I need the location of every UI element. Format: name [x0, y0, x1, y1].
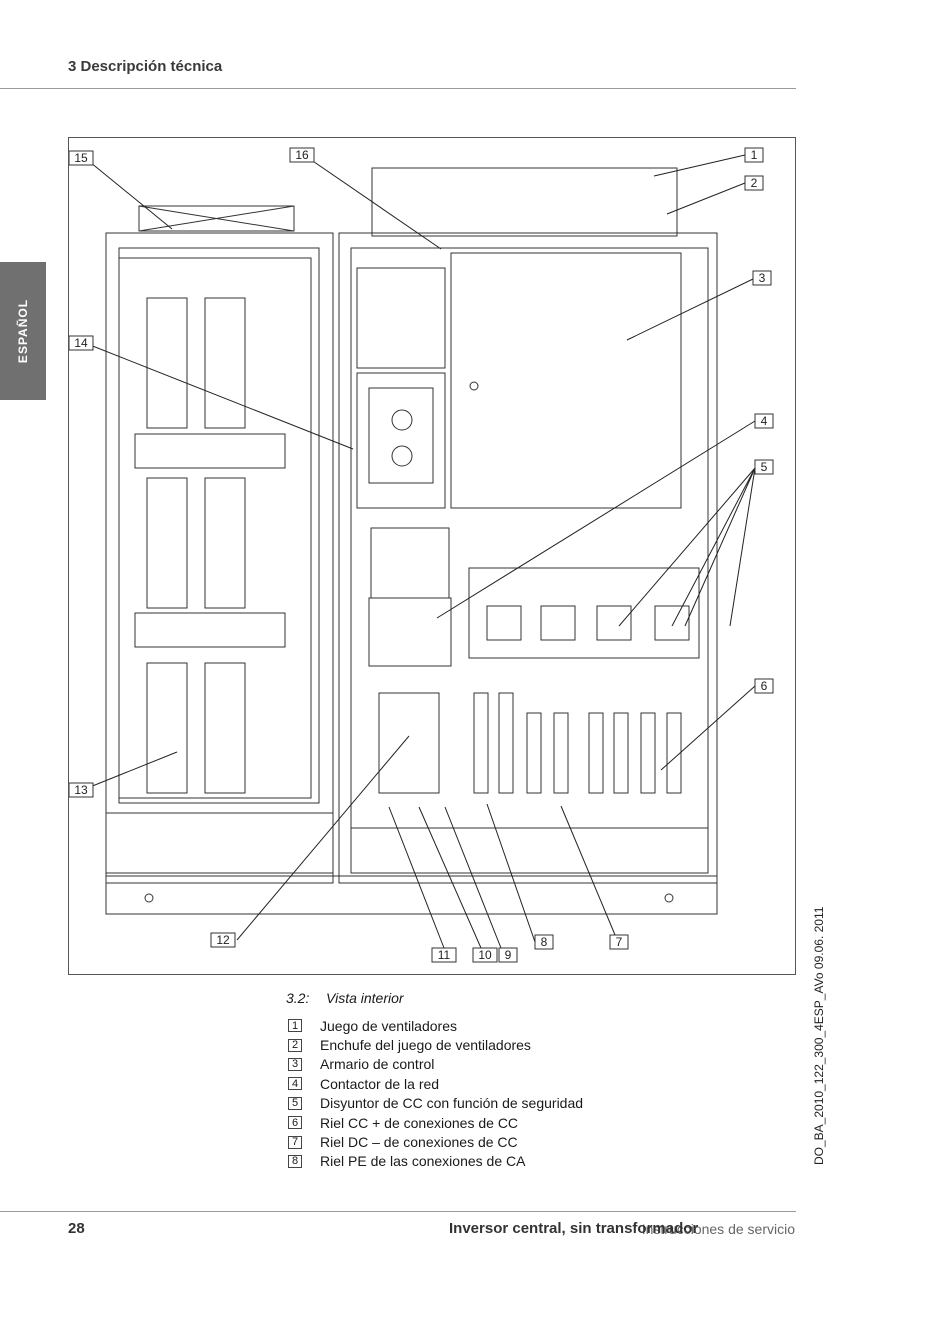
callout-label: 15 — [74, 151, 88, 165]
callout-label: 4 — [761, 414, 768, 428]
callout-label: 12 — [216, 933, 230, 947]
callout-label: 10 — [478, 948, 492, 962]
legend-text: Armario de control — [320, 1056, 435, 1073]
callout-label: 16 — [295, 148, 309, 162]
callout-label: 3 — [759, 271, 766, 285]
callout-16: 16 — [289, 147, 315, 163]
legend-number-box: 5 — [288, 1096, 302, 1110]
callout-4: 4 — [754, 413, 774, 429]
legend-item: 3 Armario de control — [288, 1055, 583, 1074]
callout-10: 10 — [472, 947, 498, 963]
footer-product-title: Inversor central, sin transformador — [449, 1220, 699, 1237]
legend-text: Riel DC – de conexiones de CC — [320, 1134, 518, 1151]
fan-unit — [371, 167, 678, 237]
legend-item: 4 Contactor de la red — [288, 1074, 583, 1093]
legend-number-box: 6 — [288, 1116, 302, 1130]
legend-item: 2 Enchufe del juego de ventiladores — [288, 1035, 583, 1054]
page-number: 28 — [68, 1220, 85, 1237]
callout-label: 11 — [438, 948, 451, 962]
callout-label: 2 — [751, 176, 758, 190]
callout-11: 11 — [431, 947, 457, 963]
legend-item: 1 Juego de ventiladores — [288, 1016, 583, 1035]
callout-6: 6 — [754, 678, 774, 694]
legend-text: Riel CC + de conexiones de CC — [320, 1114, 519, 1131]
language-tab-label: ESPAÑOL — [16, 298, 30, 364]
header-rule — [0, 88, 796, 89]
caption-title: Vista interior — [326, 990, 404, 1006]
legend-number-box: 3 — [288, 1057, 302, 1071]
footer-doc-type: Instrucciones de servicio — [641, 1221, 795, 1237]
callout-7: 7 — [609, 934, 629, 950]
figure-legend: 1 Juego de ventiladores 2 Enchufe del juego… — [288, 1016, 583, 1171]
legend-item: 8 Riel PE de las conexiones de CA — [288, 1152, 583, 1171]
callout-2: 2 — [744, 175, 764, 191]
legend-number-box: 7 — [288, 1135, 302, 1149]
left-cabinet — [105, 232, 334, 884]
language-tab: ESPAÑOL — [0, 262, 46, 400]
legend-text: Riel PE de las conexiones de CA — [320, 1153, 526, 1170]
figure-caption: 3.2: Vista interior — [286, 990, 404, 1006]
mains-contactor — [368, 597, 452, 667]
callout-label: 1 — [751, 148, 758, 162]
legend-item: 6 Riel CC + de conexiones de CC — [288, 1113, 583, 1132]
callout-label: 8 — [541, 935, 548, 949]
callout-1: 1 — [744, 147, 764, 163]
caption-number: 3.2: — [286, 990, 310, 1006]
callout-label: 9 — [505, 948, 512, 962]
callout-8: 8 — [534, 934, 554, 950]
callout-15: 15 — [69, 150, 94, 166]
callout-3: 3 — [752, 270, 772, 286]
legend-text: Enchufe del juego de ventiladores — [320, 1037, 531, 1054]
section-header: 3 Descripción técnica — [68, 58, 223, 75]
legend-text: Contactor de la red — [320, 1075, 440, 1092]
callout-label: 7 — [616, 935, 623, 949]
legend-item: 7 Riel DC – de conexiones de CC — [288, 1132, 583, 1151]
callout-14: 14 — [69, 335, 94, 351]
control-cabinet — [450, 252, 682, 509]
legend-text: Disyuntor de CC con función de seguridad — [320, 1095, 584, 1112]
callout-13: 13 — [69, 782, 94, 798]
legend-text: Juego de ventiladores — [320, 1017, 457, 1034]
callout-label: 5 — [761, 460, 768, 474]
callout-5: 5 — [754, 459, 774, 475]
cabinet-base — [105, 875, 718, 915]
legend-number-box: 2 — [288, 1038, 302, 1052]
legend-item: 5 Disyuntor de CC con función de segurida… — [288, 1094, 583, 1113]
document-reference: DO_BA_2010_122_300_4ESP_AVo 09.06. 2011 — [812, 906, 826, 1165]
callout-label: 6 — [761, 679, 768, 693]
callout-12: 12 — [210, 932, 236, 948]
right-cabinet — [338, 232, 718, 884]
legend-number-box: 4 — [288, 1077, 302, 1091]
callout-9: 9 — [498, 947, 518, 963]
callout-label: 14 — [74, 336, 88, 350]
legend-number-box: 1 — [288, 1019, 302, 1033]
callout-label: 13 — [74, 783, 88, 797]
legend-number-box: 8 — [288, 1154, 302, 1168]
footer-rule — [0, 1211, 796, 1212]
